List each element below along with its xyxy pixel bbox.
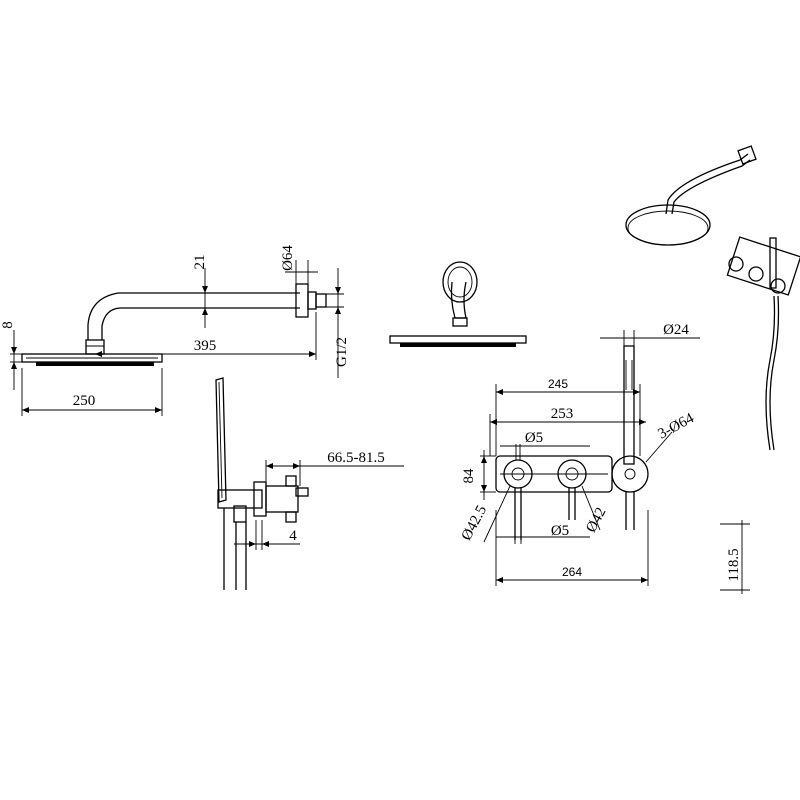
view-hand-shower-side: 66.5-81.5 4 bbox=[215, 377, 404, 590]
dim-4: 4 bbox=[289, 528, 297, 544]
view-valve-plate-front: Ø24 245 253 Ø5 3-Ø64 84 Ø42.5 bbox=[459, 322, 700, 586]
dim-dia-42: Ø42 bbox=[583, 505, 609, 535]
dim-264: 264 bbox=[562, 565, 582, 579]
dim-66-81: 66.5-81.5 bbox=[327, 450, 385, 466]
dim-g12: G1/2 bbox=[334, 337, 350, 367]
dim-118-group: 118.5 bbox=[720, 520, 750, 594]
dim-84: 84 bbox=[461, 468, 477, 484]
nozzle-row bbox=[36, 362, 154, 366]
dim-dia-5-top: Ø5 bbox=[525, 430, 543, 446]
dim-3-dia-64: 3-Ø64 bbox=[655, 410, 697, 442]
dim-118-5: 118.5 bbox=[726, 548, 742, 581]
dim-dia-5-bottom: Ø5 bbox=[551, 523, 569, 539]
view-shower-arm-front bbox=[389, 261, 527, 347]
dim-21: 21 bbox=[192, 255, 208, 270]
dim-395: 395 bbox=[194, 338, 217, 354]
dim-dia-24: Ø24 bbox=[663, 322, 689, 338]
dim-245: 245 bbox=[548, 377, 568, 391]
dim-dia-42-5: Ø42.5 bbox=[459, 503, 491, 543]
view-perspective-valve bbox=[726, 236, 800, 451]
dim-250: 250 bbox=[73, 393, 96, 409]
dim-8: 8 bbox=[0, 321, 16, 329]
dim-253: 253 bbox=[551, 406, 574, 422]
view-perspective-head bbox=[625, 145, 757, 246]
view-shower-arm-side: 8 250 21 395 Ø64 G1/2 bbox=[0, 245, 350, 416]
dim-dia-64: Ø64 bbox=[280, 245, 296, 271]
